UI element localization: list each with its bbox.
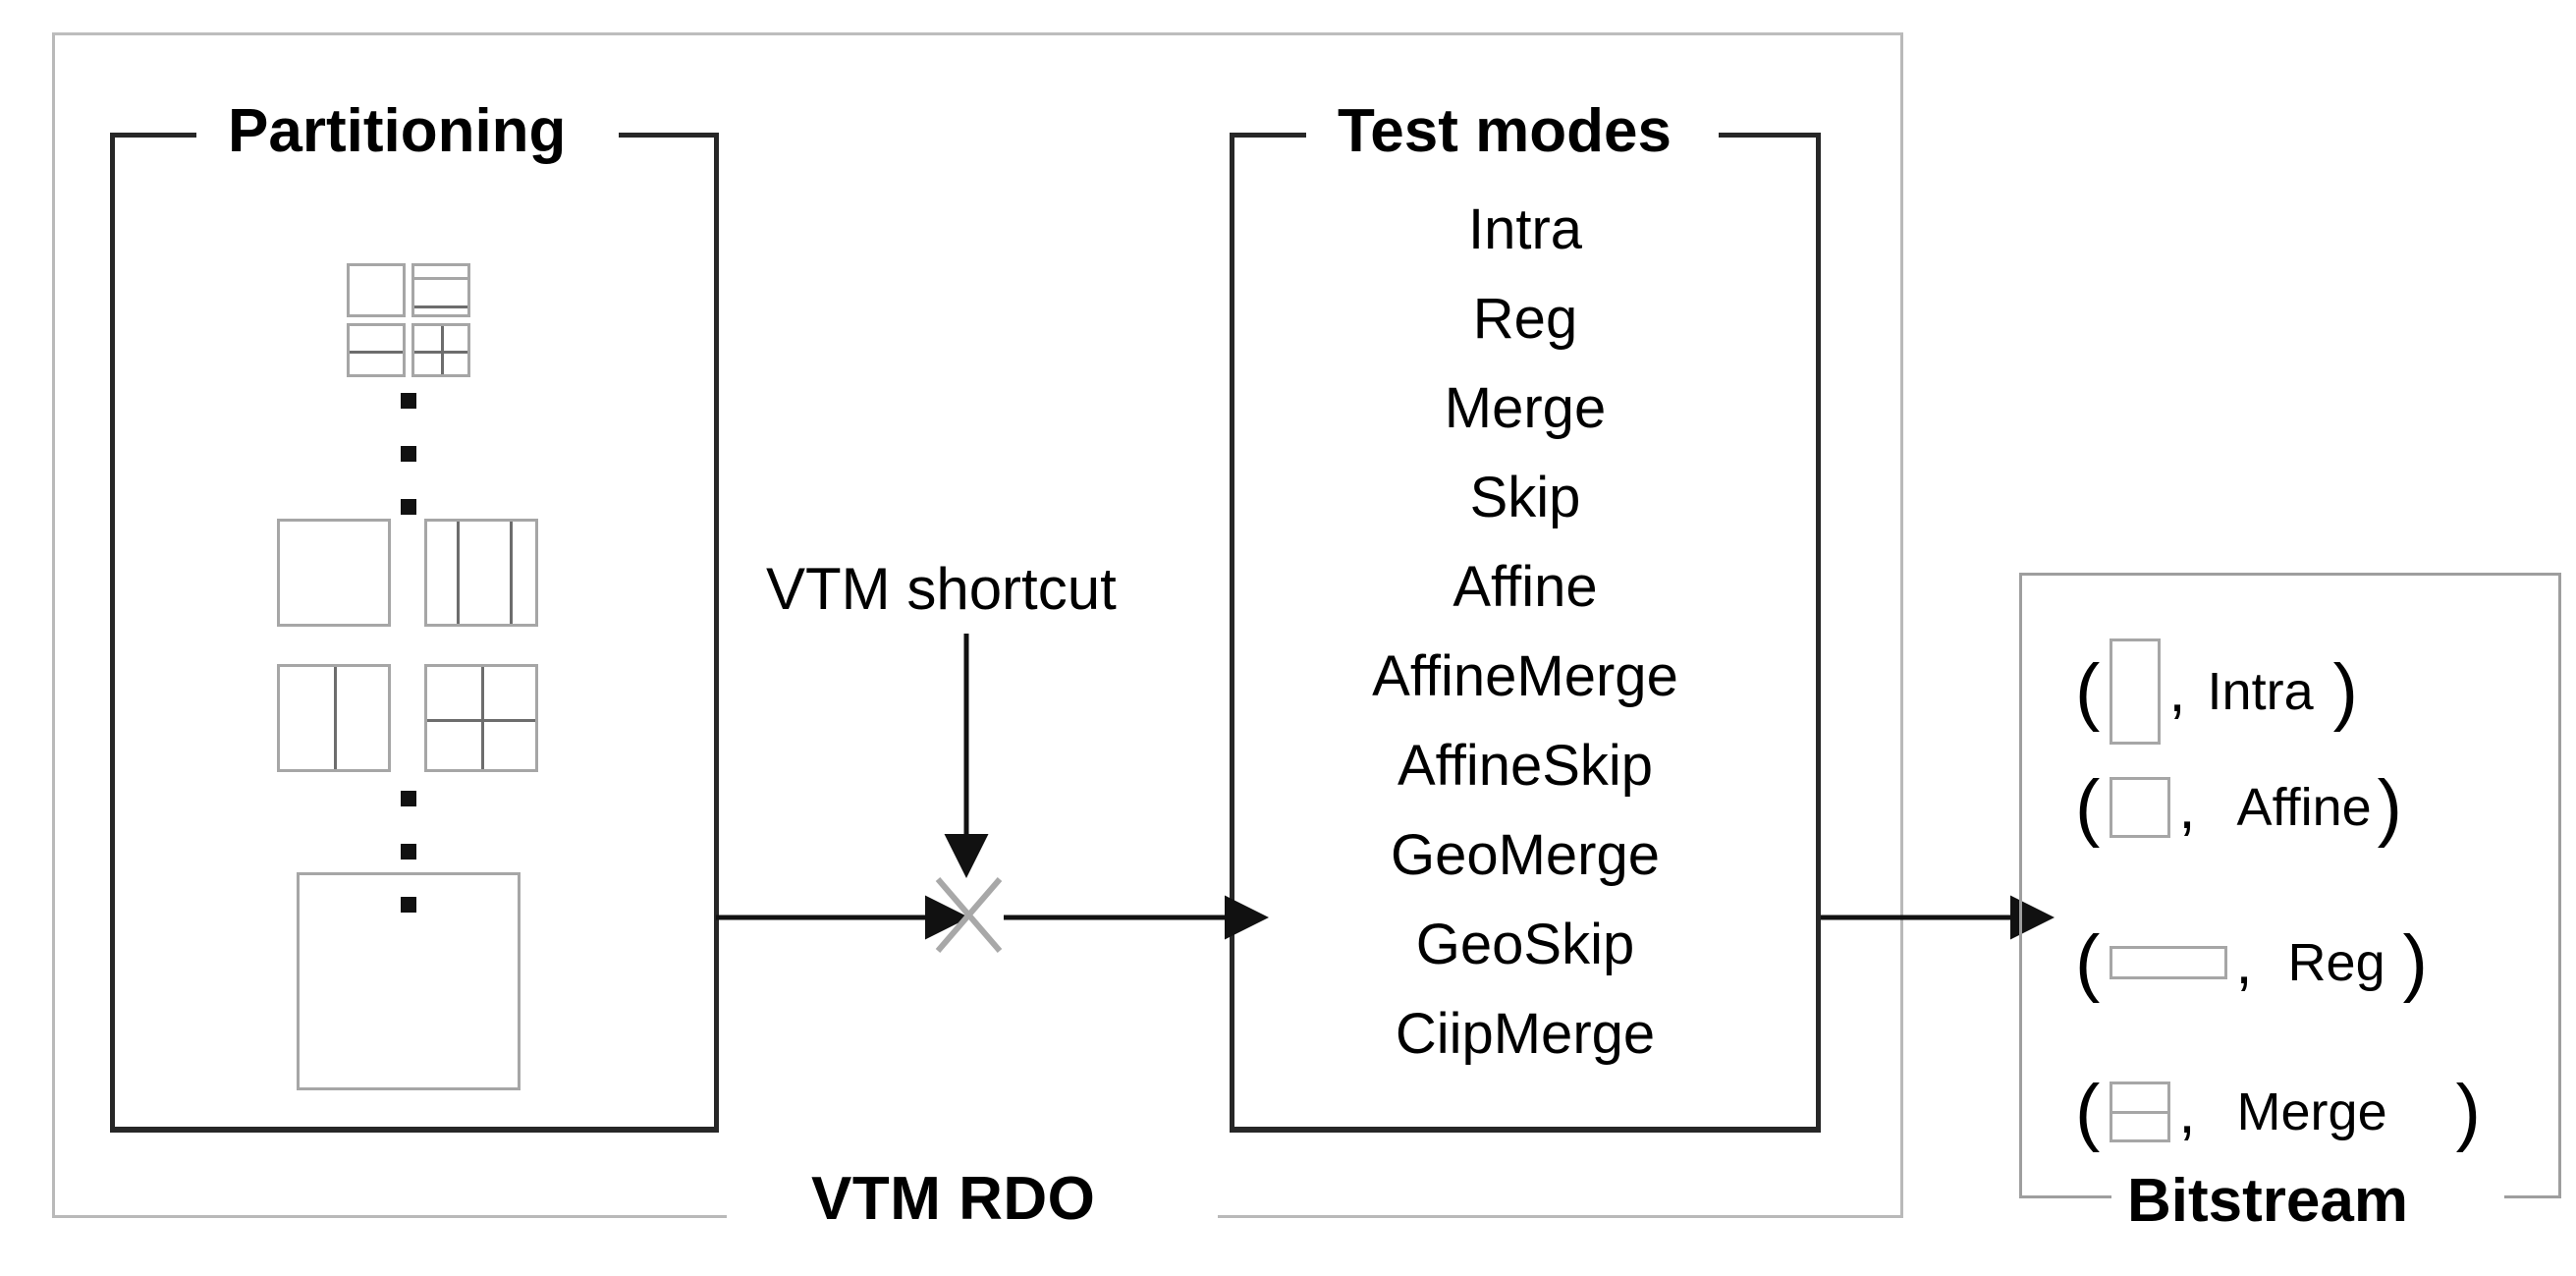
ellipsis-dot <box>401 791 416 806</box>
bitstream-shape-square-horizontal-split <box>2110 1082 2171 1143</box>
bitstream-entry: ( , Affine ) <box>2075 765 2402 849</box>
split-line <box>2112 1111 2168 1115</box>
open-paren: ( <box>2075 765 2101 849</box>
cu-block-large <box>297 872 521 1090</box>
open-paren: ( <box>2075 648 2101 733</box>
bitstream-panel-title: Bitstream <box>2127 1167 2408 1235</box>
test-mode-item: AffineSkip <box>1397 734 1654 798</box>
bitstream-entry: ( , Intra ) <box>2075 638 2358 745</box>
test-mode-item: AffineMerge <box>1372 644 1678 708</box>
bitstream-shape-wide-rect <box>2110 946 2228 980</box>
cu-block-vertical-thirds <box>424 519 538 627</box>
bitstream-shape-tall-rect <box>2110 638 2162 745</box>
bitstream-mode-label: Affine <box>2236 778 2372 838</box>
cu-block-horizontal-halves <box>347 323 406 377</box>
test-modes-panel-title: Test modes <box>1338 97 1672 165</box>
test-mode-item: Merge <box>1444 376 1607 440</box>
cu-block-quad-split-medium <box>424 664 538 772</box>
close-paren: ) <box>2377 765 2402 849</box>
open-paren: ( <box>2075 920 2101 1004</box>
cu-block-plain-medium <box>277 519 391 627</box>
ellipsis-dot <box>401 897 416 913</box>
ellipsis-dot <box>401 844 416 860</box>
test-mode-item: GeoMerge <box>1390 823 1661 887</box>
close-paren: ) <box>2455 1070 2481 1153</box>
test-mode-item: Affine <box>1452 555 1598 619</box>
close-paren: ) <box>2402 920 2428 1004</box>
test-mode-item: Intra <box>1467 197 1583 261</box>
bitstream-entry: ( , Reg ) <box>2075 920 2428 1004</box>
bitstream-mode-label: Reg <box>2287 933 2385 993</box>
test-mode-item: Reg <box>1472 287 1578 351</box>
bitstream-mode-label: Merge <box>2236 1082 2387 1142</box>
pair-comma: , <box>2235 928 2253 997</box>
test-mode-item: GeoSkip <box>1415 913 1635 976</box>
partition-ellipsis-top <box>401 393 416 552</box>
bitstream-shape-square <box>2110 777 2171 839</box>
ellipsis-dot <box>401 446 416 462</box>
cu-block-horizontal-thirds <box>411 263 470 317</box>
cu-block-quad-split <box>411 323 470 377</box>
cross-icon <box>935 877 1003 953</box>
test-mode-item: CiipMerge <box>1395 1002 1656 1066</box>
bitstream-mode-label: Intra <box>2207 662 2314 721</box>
partitioning-panel-title: Partitioning <box>228 97 567 165</box>
test-mode-item: Skip <box>1469 466 1581 529</box>
open-paren: ( <box>2075 1070 2101 1153</box>
ellipsis-dot <box>401 393 416 409</box>
vtm-rdo-panel-title: VTM RDO <box>811 1165 1096 1233</box>
test-modes-title-gap <box>1306 121 1719 146</box>
vtm-rdo-title-gap <box>727 1198 1218 1238</box>
pair-comma: , <box>2168 657 2186 726</box>
test-modes-list: Intra Reg Merge Skip Affine AffineMerge … <box>1230 201 1821 1095</box>
vtm-shortcut-label: VTM shortcut <box>766 556 1117 622</box>
pair-comma: , <box>2178 773 2196 842</box>
pair-comma: , <box>2178 1078 2196 1146</box>
bitstream-title-gap <box>2111 1184 2504 1213</box>
bitstream-entry: ( , Merge ) <box>2075 1070 2481 1153</box>
partition-ellipsis-bottom <box>401 791 416 950</box>
ellipsis-dot <box>401 499 416 515</box>
close-paren: ) <box>2332 648 2358 733</box>
cu-block-vertical-halves <box>277 664 391 772</box>
partitioning-title-gap <box>196 121 619 146</box>
cu-block-plain <box>347 263 406 317</box>
